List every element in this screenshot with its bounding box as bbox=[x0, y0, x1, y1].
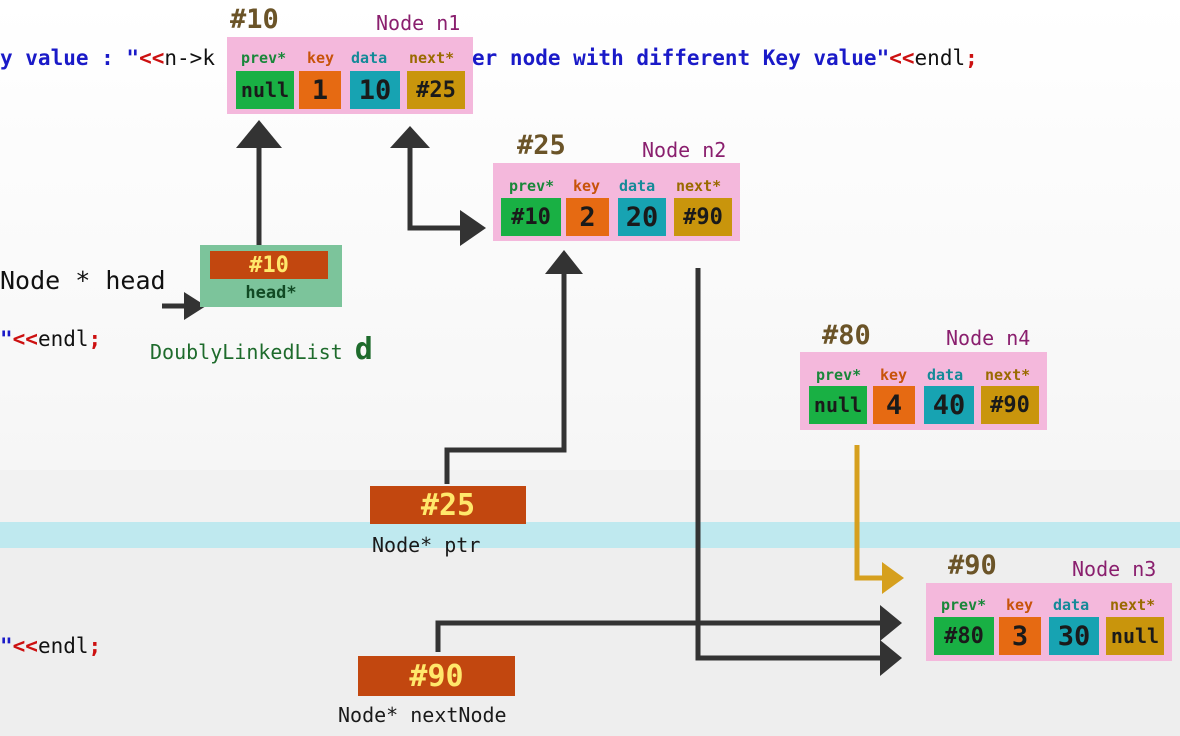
node-n2-name: Node n2 bbox=[642, 138, 727, 162]
nextnode-label: Node* nextNode bbox=[338, 703, 507, 727]
node-n2-next-header: next* bbox=[676, 177, 722, 195]
arrow-n1-n2-up-tip bbox=[390, 126, 430, 148]
code-line-endl-2: "<<endl; bbox=[0, 634, 102, 658]
ptr-label: Node* ptr bbox=[372, 533, 481, 557]
node-n3-prev-cell: #80 bbox=[934, 617, 994, 655]
arrow-n2-to-n3 bbox=[695, 268, 882, 661]
head-label: head* bbox=[245, 283, 297, 303]
node-n2-prev-header: prev* bbox=[509, 177, 555, 195]
arrow-into-head-tip bbox=[184, 292, 206, 320]
code-line-head-declaration: Node * head bbox=[0, 266, 166, 295]
nextnode-value-box: #90 bbox=[358, 656, 515, 696]
node-n2-address: #25 bbox=[517, 130, 566, 161]
node-n4-next-header: next* bbox=[985, 366, 1031, 384]
node-n1-data-cell: 10 bbox=[350, 71, 400, 109]
arrow-n4-to-n3-tip bbox=[882, 562, 904, 594]
node-n1-data-header: data bbox=[351, 49, 388, 67]
node-n4-address: #80 bbox=[822, 320, 871, 351]
node-n4-data-cell: 40 bbox=[924, 386, 974, 424]
code-line-cout-key: y value : "<<n->k bbox=[0, 46, 215, 70]
node-n1: prev* key data next* null 1 10 #25 bbox=[227, 37, 473, 114]
node-n4-name: Node n4 bbox=[946, 326, 1031, 350]
node-n3-key-header: key bbox=[1006, 596, 1034, 614]
node-n4-key-header: key bbox=[880, 366, 908, 384]
node-n4-next-cell: #90 bbox=[981, 386, 1039, 424]
node-n3: prev* key data next* #80 3 30 null bbox=[926, 583, 1172, 661]
node-n3-address: #90 bbox=[948, 550, 997, 581]
node-n3-data-cell: 30 bbox=[1049, 617, 1099, 655]
code-line-cout-key-tail: er node with different Key value"<<endl; bbox=[472, 46, 978, 70]
node-n2: prev* key data next* #10 2 20 #90 bbox=[493, 163, 740, 241]
arrow-n2-to-n3-tip bbox=[880, 640, 902, 676]
node-n1-next-cell: #25 bbox=[407, 71, 465, 109]
arrow-ptr-to-n2-tip bbox=[545, 250, 583, 274]
node-n2-data-header: data bbox=[619, 177, 656, 195]
node-n4-prev-cell: null bbox=[809, 386, 867, 424]
node-n3-next-header: next* bbox=[1110, 596, 1156, 614]
arrow-n1-n2-right-tip bbox=[460, 210, 486, 246]
node-n1-key-cell: 1 bbox=[299, 71, 341, 109]
node-n1-address: #10 bbox=[230, 4, 279, 35]
node-n4-data-header: data bbox=[927, 366, 964, 384]
node-n4-key-cell: 4 bbox=[873, 386, 915, 424]
arrow-head-to-n1-tip bbox=[236, 120, 282, 148]
node-n1-prev-cell: null bbox=[236, 71, 294, 109]
node-n2-next-cell: #90 bbox=[674, 198, 732, 236]
node-n3-data-header: data bbox=[1053, 596, 1090, 614]
arrow-ptr-to-n2 bbox=[444, 272, 567, 484]
arrow-nextnode-to-n3-tip bbox=[880, 605, 902, 641]
background-middle bbox=[0, 470, 1180, 522]
arrow-nextnode-to-n3 bbox=[435, 620, 882, 652]
ptr-value-box: #25 bbox=[370, 486, 526, 524]
node-n1-prev-header: prev* bbox=[241, 49, 287, 67]
node-n3-next-cell: null bbox=[1106, 617, 1164, 655]
node-n4: prev* key data next* null 4 40 #90 bbox=[800, 352, 1047, 430]
node-n1-name: Node n1 bbox=[376, 11, 461, 35]
arrow-n1-n2-link bbox=[407, 146, 462, 231]
background-band bbox=[0, 522, 1180, 548]
node-n3-prev-header: prev* bbox=[941, 596, 987, 614]
node-n2-data-cell: 20 bbox=[618, 198, 666, 236]
node-n3-name: Node n3 bbox=[1072, 557, 1157, 581]
node-n4-prev-header: prev* bbox=[816, 366, 862, 384]
node-n3-key-cell: 3 bbox=[999, 617, 1041, 655]
node-n2-prev-cell: #10 bbox=[501, 198, 561, 236]
head-panel: #10 head* bbox=[200, 245, 342, 307]
node-n2-key-cell: 2 bbox=[566, 198, 609, 236]
code-line-endl-1: "<<endl; bbox=[0, 327, 102, 351]
arrow-n4-to-n3 bbox=[854, 445, 882, 581]
head-value-box: #10 bbox=[210, 251, 328, 279]
doubly-linked-list-label: DoublyLinkedList d bbox=[150, 332, 373, 367]
node-n2-key-header: key bbox=[573, 177, 601, 195]
node-n1-key-header: key bbox=[307, 49, 335, 67]
node-n1-next-header: next* bbox=[409, 49, 455, 67]
